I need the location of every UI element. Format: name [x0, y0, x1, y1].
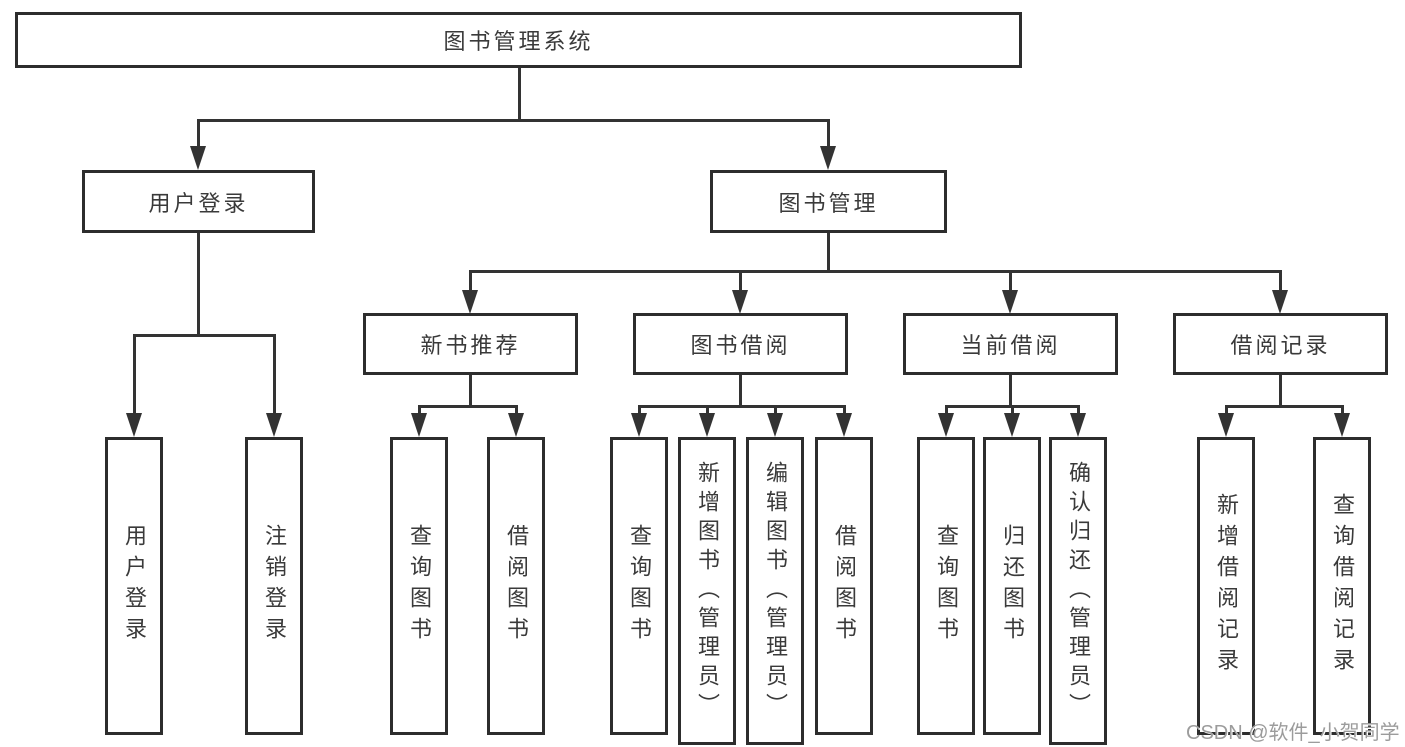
leaf-query-books-current: 查询图书 [917, 437, 975, 735]
arrowhead-down [836, 413, 852, 437]
leaf-label: 查询图书 [934, 524, 959, 648]
arrowhead-down [1334, 413, 1350, 437]
connector-hline [1225, 405, 1343, 408]
leaf-label: 新增图书（管理员） [695, 460, 720, 722]
node-label: 图书管理 [778, 190, 879, 216]
leaf-label: 确认归还（管理员） [1066, 460, 1091, 722]
leaf-edit-books-admin: 编辑图书（管理员） [746, 437, 804, 745]
connector-hline [197, 119, 830, 122]
connector-vline [469, 375, 472, 408]
leaf-query-books-recommend: 查询图书 [390, 437, 448, 735]
arrowhead-down [411, 413, 427, 437]
connector-vline [774, 405, 777, 416]
connector-hline [133, 334, 275, 337]
connector-vline [1279, 270, 1282, 292]
connector-hline [638, 405, 845, 408]
leaf-query-borrow-record: 查询借阅记录 [1313, 437, 1371, 735]
leaf-logout: 注销登录 [245, 437, 303, 735]
node-label: 新书推荐 [420, 333, 521, 358]
leaf-label: 归还图书 [1000, 524, 1025, 648]
leaf-label: 查询借阅记录 [1330, 493, 1355, 679]
arrowhead-down [1004, 413, 1020, 437]
node-current-borrow: 当前借阅 [903, 313, 1118, 375]
connector-vline [197, 233, 200, 337]
leaf-label: 查询图书 [407, 524, 432, 648]
watermark-text: CSDN @软件_小贺同学 [1186, 722, 1400, 744]
connector-vline [518, 68, 521, 121]
connector-vline [827, 119, 830, 150]
arrowhead-down [820, 146, 836, 170]
leaf-add-books-admin: 新增图书（管理员） [678, 437, 736, 745]
leaf-add-borrow-record: 新增借阅记录 [1197, 437, 1255, 735]
connector-vline [1011, 405, 1014, 416]
arrowhead-down [1002, 290, 1018, 314]
leaf-label: 借阅图书 [504, 524, 529, 648]
connector-vline [1225, 405, 1228, 416]
node-root-label: 图书管理系统 [443, 29, 594, 54]
connector-hline [469, 270, 1281, 273]
connector-vline [197, 119, 200, 150]
arrowhead-down [1070, 413, 1086, 437]
connector-vline [638, 405, 641, 416]
node-label: 借阅记录 [1230, 333, 1331, 358]
connector-vline [133, 334, 136, 416]
connector-vline [739, 375, 742, 408]
node-new-book-recommend: 新书推荐 [363, 313, 578, 375]
node-label: 图书借阅 [690, 333, 791, 358]
connector-vline [1009, 270, 1012, 292]
connector-vline [273, 334, 276, 416]
arrowhead-down [699, 413, 715, 437]
node-label: 用户登录 [148, 190, 249, 216]
arrowhead-down [938, 413, 954, 437]
connector-vline [1341, 405, 1344, 416]
connector-vline [1077, 405, 1080, 416]
arrowhead-down [1218, 413, 1234, 437]
arrowhead-down [126, 413, 142, 437]
connector-vline [706, 405, 709, 416]
leaf-borrow-books-recommend: 借阅图书 [487, 437, 545, 735]
arrowhead-down [631, 413, 647, 437]
leaf-label: 查询图书 [627, 524, 652, 648]
leaf-return-books: 归还图书 [983, 437, 1041, 735]
leaf-label: 注销登录 [262, 524, 287, 648]
connector-vline [827, 233, 830, 273]
leaf-borrow-books: 借阅图书 [815, 437, 873, 735]
leaf-query-books-borrow: 查询图书 [610, 437, 668, 735]
connector-vline [739, 270, 742, 292]
connector-vline [1009, 375, 1012, 408]
connector-vline [469, 270, 472, 292]
arrowhead-down [508, 413, 524, 437]
node-root: 图书管理系统 [15, 12, 1022, 68]
node-label: 当前借阅 [960, 333, 1061, 358]
arrowhead-down [767, 413, 783, 437]
leaf-label: 编辑图书（管理员） [763, 460, 788, 722]
arrowhead-down [1272, 290, 1288, 314]
arrowhead-down [462, 290, 478, 314]
node-borrow-records: 借阅记录 [1173, 313, 1388, 375]
connector-vline [418, 405, 421, 416]
connector-vline [945, 405, 948, 416]
leaf-user-login: 用户登录 [105, 437, 163, 735]
connector-hline [418, 405, 518, 408]
connector-vline [843, 405, 846, 416]
leaf-label: 用户登录 [122, 524, 147, 648]
node-book-management-branch: 图书管理 [710, 170, 947, 233]
arrowhead-down [190, 146, 206, 170]
node-book-borrow: 图书借阅 [633, 313, 848, 375]
node-user-login-branch: 用户登录 [82, 170, 315, 233]
leaf-label: 借阅图书 [832, 524, 857, 648]
connector-vline [1279, 375, 1282, 408]
arrowhead-down [266, 413, 282, 437]
leaf-confirm-return-admin: 确认归还（管理员） [1049, 437, 1107, 745]
connector-vline [515, 405, 518, 416]
leaf-label: 新增借阅记录 [1214, 493, 1239, 679]
arrowhead-down [732, 290, 748, 314]
